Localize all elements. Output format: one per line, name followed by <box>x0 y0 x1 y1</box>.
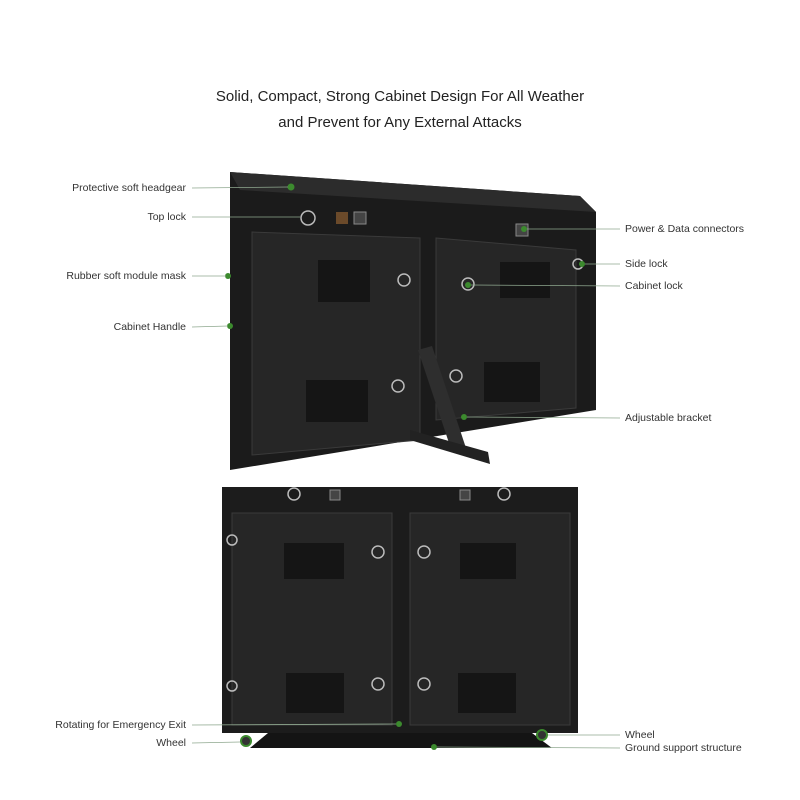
callout-adjustable-bracket: Adjustable bracket <box>625 412 712 424</box>
bottom-cabinet <box>222 487 578 750</box>
callout-cabinet-handle: Cabinet Handle <box>113 321 186 333</box>
callout-power-data-connectors: Power & Data connectors <box>625 223 745 235</box>
callout-side-lock: Side lock <box>625 258 668 270</box>
heading-line-1: Solid, Compact, Strong Cabinet Design Fo… <box>215 88 585 105</box>
callout-wheel-left: Wheel <box>156 737 186 749</box>
callout-top-lock: Top lock <box>147 211 186 223</box>
callout-wheel-right: Wheel <box>625 729 655 741</box>
callout-protective-soft-headgear: Protective soft headgear <box>72 182 186 194</box>
callout-rotating-emergency-exit: Rotating for Emergency Exit <box>55 719 186 731</box>
callout-ground-support-structure: Ground support structure <box>625 742 742 754</box>
top-cabinet <box>225 172 596 470</box>
heading-line-2: and Prevent for Any External Attacks <box>278 114 522 131</box>
callout-rubber-soft-module-mask: Rubber soft module mask <box>66 270 186 282</box>
leader-lines <box>191 186 621 749</box>
callout-cabinet-lock: Cabinet lock <box>625 280 683 292</box>
